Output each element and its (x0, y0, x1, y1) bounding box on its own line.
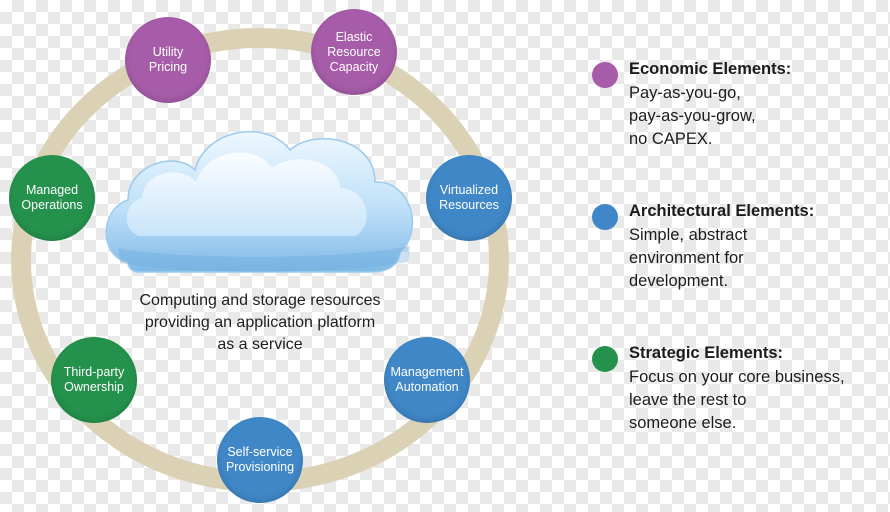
legend-title: Architectural Elements: (629, 202, 815, 220)
green-dot-icon (592, 346, 618, 372)
legend-title: Strategic Elements: (629, 344, 784, 362)
cloud-icon (105, 131, 414, 273)
legend-title: Economic Elements: (629, 60, 792, 78)
node-management-automation: Management Automation (384, 337, 470, 423)
purple-dot-icon (592, 62, 618, 88)
node-third-party-ownership: Third-party Ownership (51, 337, 137, 423)
center-description: Computing and storage resources providin… (139, 292, 381, 353)
legend-description: Pay-as-you-go, pay-as-you-grow, no CAPEX… (629, 84, 756, 148)
node-virtualized-resources: Virtualized Resources (426, 155, 512, 241)
node-self-service-provisioning: Self-service Provisioning (217, 417, 303, 503)
blue-dot-icon (592, 204, 618, 230)
node-elastic-resource-capacity: Elastic Resource Capacity (311, 9, 397, 95)
legend-description: Simple, abstract environment for develop… (629, 226, 748, 290)
legend-description: Focus on your core business, leave the r… (629, 368, 845, 432)
node-utility-pricing: Utility Pricing (125, 17, 211, 103)
node-managed-operations: Managed Operations (9, 155, 95, 241)
